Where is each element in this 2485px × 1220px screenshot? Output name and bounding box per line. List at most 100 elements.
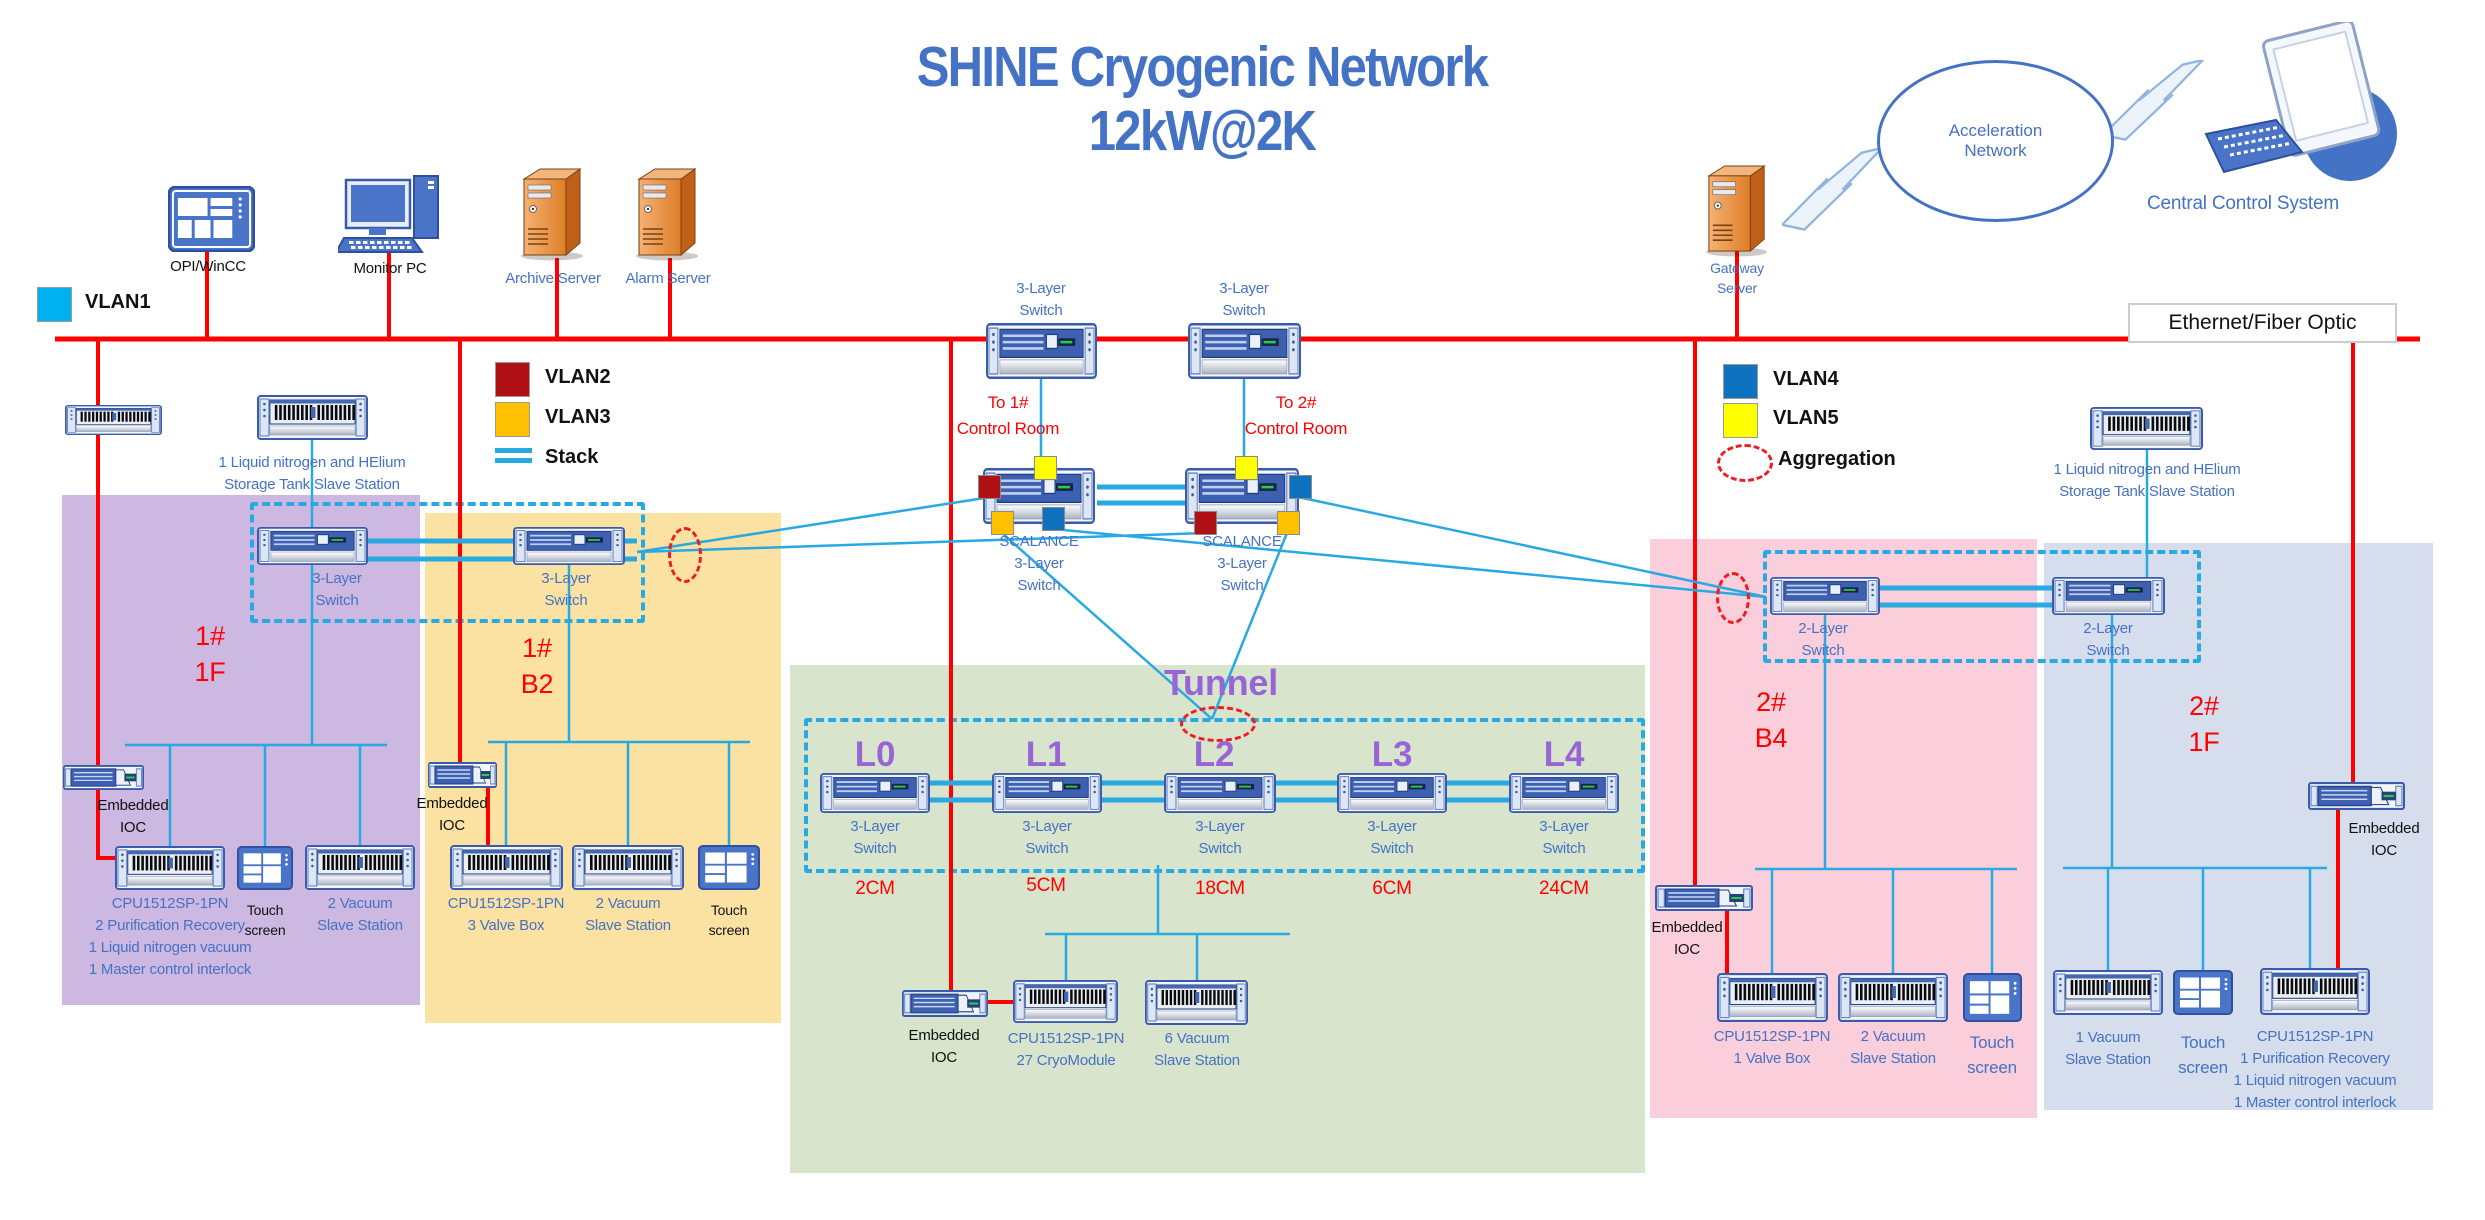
label-5cm: 5CM	[1026, 875, 1066, 896]
region-label-1f1: 1# 1F	[194, 621, 226, 687]
vacuum-rack-b4-icon	[1838, 973, 1948, 1022]
alarm-server-icon	[629, 167, 707, 261]
label-l0: L0	[854, 735, 896, 774]
vacuum-rack-1f2-icon	[2053, 970, 2163, 1015]
scalance2-port-vlan5	[1235, 456, 1258, 480]
archive-server-label: Archive Server	[505, 270, 601, 287]
embedded-ioc-1f1-icon	[63, 765, 144, 790]
switch-2layer-b4-icon	[1770, 577, 1880, 615]
tank-slave-station-left-label: 1 Liquid nitrogen and HElium Storage Tan…	[218, 454, 406, 493]
acceleration-network: Acceleration Network	[1877, 60, 2114, 222]
switch-l2-label: 3-Layer Switch	[1195, 818, 1245, 857]
scalance-switch-2-label: SCALANCE 3-Layer Switch	[1202, 533, 1282, 594]
legend-stack-swatch	[495, 448, 532, 453]
switch-l0-icon	[820, 773, 930, 813]
switch-l3-icon	[1337, 773, 1447, 813]
cpu-rack-b4-label: CPU1512SP-1PN 1 Valve Box	[1713, 1028, 1831, 1067]
cpu-rack-1f2-label: CPU1512SP-1PN 1 Purification Recovery 1 …	[2233, 1028, 2397, 1111]
touch-screen-1f1-label: Touch screen	[244, 902, 286, 938]
switch-l4-icon	[1509, 773, 1619, 813]
legend-vlan5-label: VLAN5	[1773, 407, 1839, 429]
scalance1-port-vlan2	[978, 475, 1001, 499]
vacuum-rack-1f1-icon	[305, 845, 415, 890]
embedded-ioc-1f1-label: Embedded IOC	[97, 797, 169, 836]
embedded-ioc-1f2-label: Embedded IOC	[2348, 820, 2420, 859]
tank-slave-station-right-icon	[2090, 407, 2203, 450]
cpu-rack-tunnel-icon	[1013, 980, 1118, 1023]
lightning-bolt-1-icon	[1782, 148, 1884, 232]
tank-slave-station-right-label: 1 Liquid nitrogen and HElium Storage Tan…	[2053, 461, 2241, 500]
switch-1f1-label: 3-Layer Switch	[312, 570, 362, 609]
legend-vlan1-swatch	[37, 287, 72, 322]
legend-aggregation-swatch	[1717, 444, 1773, 482]
slave-station-vlan1-icon	[65, 405, 162, 435]
embedded-ioc-tunnel-icon	[902, 990, 988, 1017]
embedded-ioc-b4-label: Embedded IOC	[1651, 919, 1723, 958]
region-tunnel	[790, 665, 1645, 1173]
legend-vlan4-swatch	[1723, 364, 1758, 399]
opi-wincc-label: OPI/WinCC	[170, 258, 246, 275]
switch-l2-icon	[1164, 773, 1276, 813]
scalance2-port-vlan4	[1289, 475, 1312, 499]
switch-l1-label: 3-Layer Switch	[1022, 818, 1072, 857]
tunnel-title: Tunnel	[1163, 662, 1279, 703]
embedded-ioc-b2-icon	[428, 762, 497, 788]
label-6cm: 6CM	[1372, 878, 1412, 899]
switch-l4-label: 3-Layer Switch	[1539, 818, 1589, 857]
legend-vlan2-label: VLAN2	[545, 366, 611, 388]
switch-l3-label: 3-Layer Switch	[1367, 818, 1417, 857]
vacuum-rack-b2-label: 2 Vacuum Slave Station	[585, 895, 671, 934]
switch-3layer-top-1-label: 3-Layer Switch	[1016, 280, 1066, 319]
region-label-b4: 2# B4	[1754, 687, 1788, 753]
switch-b2-label: 3-Layer Switch	[541, 570, 591, 609]
legend-stack-label: Stack	[545, 446, 599, 468]
switch-2layer-b4-label: 2-Layer Switch	[1798, 620, 1848, 659]
label-2cm: 2CM	[855, 878, 895, 899]
scalance1-port-vlan4	[1042, 507, 1065, 531]
cpu-rack-b4-icon	[1717, 973, 1828, 1022]
scalance2-port-vlan3	[1277, 511, 1300, 535]
cpu-rack-b2-label: CPU1512SP-1PN 3 Valve Box	[447, 895, 565, 934]
stack-group-2	[1763, 550, 2201, 663]
touch-screen-1f2-icon	[2173, 970, 2233, 1015]
switch-b2-icon	[513, 527, 625, 565]
touch-screen-b4-icon	[1963, 973, 2022, 1022]
label-l2: L2	[1193, 735, 1235, 774]
label-l1: L1	[1025, 735, 1067, 774]
legend-vlan3-label: VLAN3	[545, 406, 611, 428]
legend-vlan4-label: VLAN4	[1773, 368, 1839, 390]
central-control-system-icon	[2198, 22, 2405, 190]
switch-l0-label: 3-Layer Switch	[850, 818, 900, 857]
monitor-pc-label: Monitor PC	[353, 260, 427, 277]
embedded-ioc-b2-label: Embedded IOC	[416, 795, 488, 834]
region-label-b2: 1# B2	[520, 633, 554, 699]
aggregation-mark-tunnel	[1180, 706, 1256, 742]
switch-3layer-top-1-icon	[986, 323, 1097, 379]
lightning-bolt-2-icon	[2103, 60, 2205, 142]
label-l4: L4	[1543, 735, 1585, 774]
embedded-ioc-tunnel-label: Embedded IOC	[908, 1027, 980, 1066]
touch-screen-1f1-icon	[237, 846, 293, 890]
switch-1f1-icon	[257, 527, 368, 565]
cpu-rack-1f1-icon	[115, 846, 225, 890]
vacuum-rack-b4-label: 2 Vacuum Slave Station	[1850, 1028, 1936, 1067]
cpu-rack-b2-icon	[450, 845, 563, 890]
vacuum-rack-b2-icon	[572, 845, 684, 890]
label-l3: L3	[1371, 735, 1413, 774]
touch-screen-b2-label: Touch screen	[708, 902, 750, 938]
aggregation-mark-2	[1716, 572, 1750, 624]
touch-screen-b4-label: Touch screen	[1967, 1033, 2017, 1077]
legend-vlan3-swatch	[495, 402, 530, 437]
switch-2layer-1f2-icon	[2052, 577, 2165, 615]
gateway-server-icon	[1699, 164, 1776, 257]
scalance1-port-vlan3	[991, 511, 1014, 535]
legend-aggregation-label: Aggregation	[1778, 448, 1896, 470]
region-1f-2	[2044, 543, 2433, 1110]
touch-screen-b2-icon	[698, 845, 760, 890]
switch-3layer-top-2-label: 3-Layer Switch	[1219, 280, 1269, 319]
to-control-room-2: To 2# Control Room	[1244, 393, 1348, 438]
archive-server-icon	[514, 167, 592, 261]
region-label-1f2: 2# 1F	[2188, 691, 2220, 757]
ccs-label: Central Control System	[2146, 193, 2339, 214]
